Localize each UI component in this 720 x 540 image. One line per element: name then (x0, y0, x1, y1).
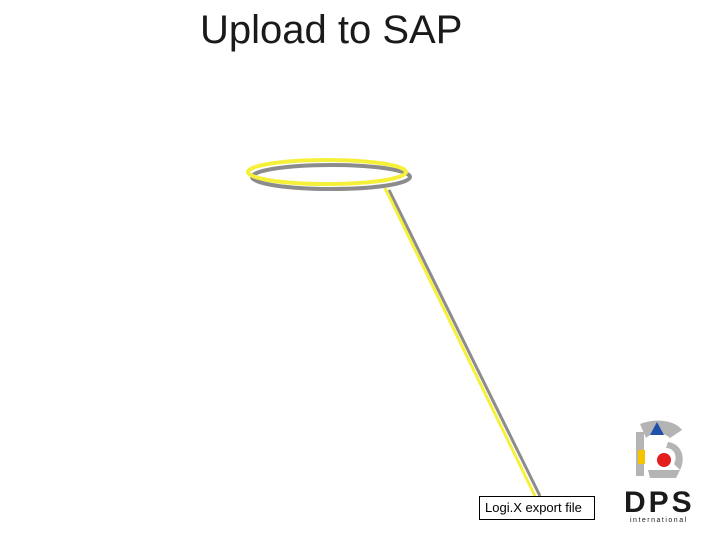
callout-label: Logi.X export file (479, 496, 595, 520)
logo-brand-text: DPS (624, 486, 695, 519)
callout-line-shadow (387, 189, 542, 497)
logo-swirl-shape (648, 470, 680, 478)
dps-logo: DPS international (624, 420, 695, 524)
callout-ellipse-highlight (246, 158, 408, 186)
logo-circle-shape (657, 453, 671, 467)
logo-swirl-shape (666, 442, 683, 470)
logo-square-shape (638, 450, 645, 464)
logo-triangle-shape (650, 422, 664, 435)
logo-swirl-shape (640, 420, 682, 438)
callout-line-highlight (383, 187, 537, 497)
logo-subtitle-text: international (630, 517, 688, 524)
slide-title: Upload to SAP (200, 8, 463, 52)
